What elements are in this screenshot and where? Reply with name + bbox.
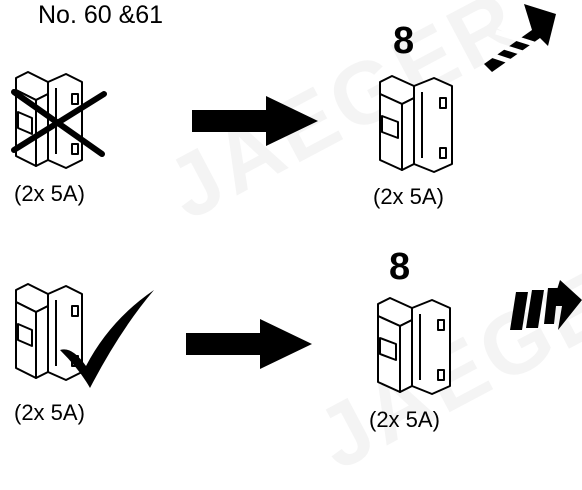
fuse-rating-label: (2x 5A) [14,400,85,425]
exit-arrow-up-icon [481,4,556,72]
direction-arrow-icon [186,319,312,369]
fuse-position-number: 8 [393,20,415,62]
fuse-icon [379,75,453,173]
cross-mark-icon [11,89,107,157]
fuse-position-number: 8 [389,246,411,288]
fuse-rating-label: (2x 5A) [369,407,440,432]
fuse-rating-label: (2x 5A) [373,184,444,209]
diagram-title: No. 60 &61 [38,1,164,29]
fuse-diagram: JAEGER JAEGER No. 60 &61 (2x 5A) 8 [11,0,582,488]
fuse-icon [377,297,451,395]
direction-arrow-icon [192,96,318,146]
fuse-rating-label: (2x 5A) [14,181,85,206]
exit-arrow-right-icon [510,280,582,330]
check-mark-icon [60,290,154,388]
